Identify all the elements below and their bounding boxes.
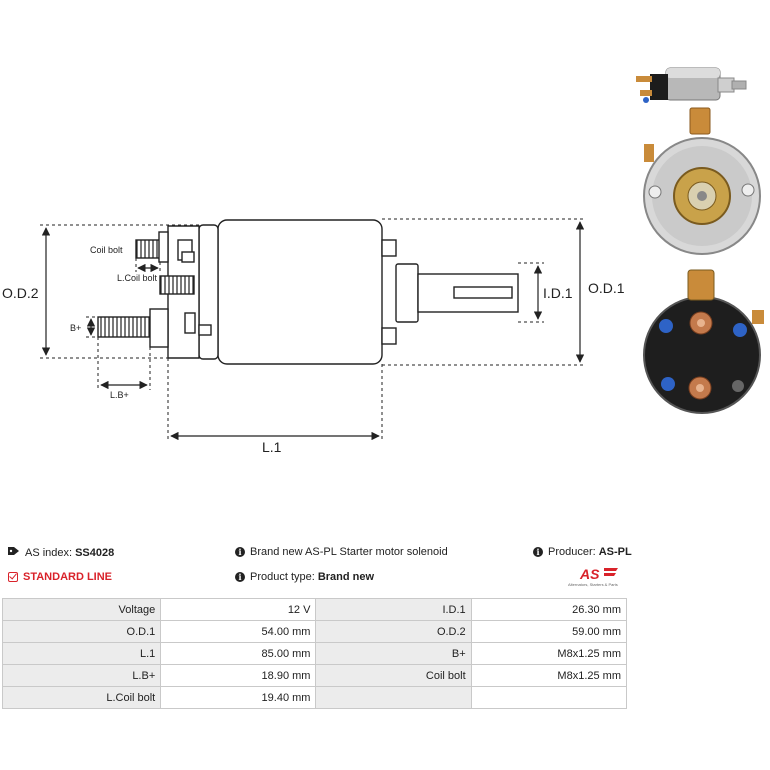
info-icon: i	[235, 547, 245, 557]
spec-key: L.Coil bolt	[1, 686, 162, 709]
spec-value: 12 V	[160, 598, 317, 621]
as-index-label: AS index:	[25, 546, 73, 559]
producer-label: Producer:	[548, 546, 596, 558]
product-photo-rear	[643, 269, 764, 414]
solenoid-diagram: Coil bolt L.Coil bolt B+ L.B+ O.D.2 O.D.…	[2, 67, 764, 455]
tag-icon	[8, 546, 20, 559]
product-type: i Product type: Brand new	[235, 571, 374, 583]
spec-value: M8x1.25 mm	[470, 642, 628, 665]
spec-key: I.D.1	[315, 598, 472, 621]
product-photo-side	[636, 67, 747, 103]
label-coil-bolt: Coil bolt	[90, 245, 123, 255]
spec-value: 54.00 mm	[160, 620, 317, 643]
svg-text:Alternators, Starters & Parts: Alternators, Starters & Parts	[568, 582, 618, 587]
as-index-value: SS4028	[75, 546, 115, 559]
label-l1: L.1	[262, 439, 282, 455]
checkbox-icon	[8, 572, 18, 582]
spec-key	[315, 686, 472, 709]
product-type-value: Brand new	[317, 571, 375, 583]
info-icon: i	[235, 572, 245, 582]
spec-key: L.B+	[1, 664, 162, 687]
label-b-plus: B+	[70, 323, 81, 333]
info-icon: i	[533, 547, 543, 557]
spec-value	[470, 686, 628, 709]
dimension-arrows	[41, 221, 585, 441]
label-id1: I.D.1	[543, 285, 573, 301]
description-text: Brand new AS-PL Starter motor solenoid	[250, 546, 448, 558]
producer-value: AS-PL	[598, 546, 632, 558]
spec-value: 19.40 mm	[160, 686, 317, 709]
spec-key: Coil bolt	[315, 664, 472, 687]
spec-value: 18.90 mm	[160, 664, 317, 687]
dimension-guides	[40, 218, 585, 440]
spec-key: Voltage	[1, 598, 162, 621]
as-index: AS index: SS4028	[8, 546, 114, 559]
spec-value: M8x1.25 mm	[470, 664, 628, 687]
spec-key: L.1	[1, 642, 162, 665]
producer: i Producer: AS-PL	[533, 546, 632, 558]
label-od2: O.D.2	[2, 285, 39, 301]
spec-value: 26.30 mm	[470, 598, 628, 621]
product-photo-front	[643, 107, 761, 255]
spec-key: O.D.2	[315, 620, 472, 643]
label-l-coil-bolt: L.Coil bolt	[117, 273, 158, 283]
spec-key: B+	[315, 642, 472, 665]
label-od1: O.D.1	[588, 280, 625, 296]
spec-value: 59.00 mm	[470, 620, 628, 643]
svg-text:AS: AS	[579, 566, 600, 582]
product-line: STANDARD LINE	[8, 571, 112, 583]
label-l-b-plus: L.B+	[110, 390, 129, 400]
product-line-label: STANDARD LINE	[23, 571, 113, 583]
spec-value: 85.00 mm	[160, 642, 317, 665]
spec-key: O.D.1	[1, 620, 162, 643]
as-pl-logo: AS Alternators, Starters & Parts	[568, 566, 618, 587]
product-description: i Brand new AS-PL Starter motor solenoid	[235, 546, 448, 558]
solenoid-drawing	[97, 219, 519, 365]
product-type-label: Product type:	[250, 571, 315, 583]
